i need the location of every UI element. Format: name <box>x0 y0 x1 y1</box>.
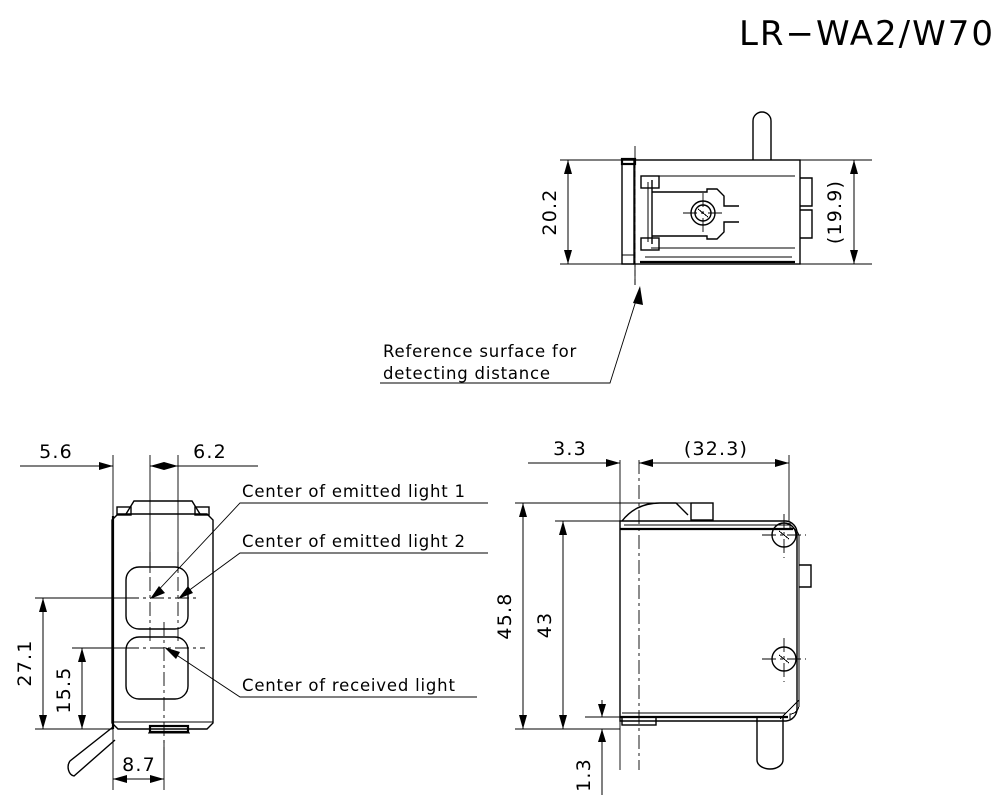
dim-6-2-arrow-left <box>150 462 164 470</box>
front-view-cable-end-ellipse <box>67 760 75 777</box>
side-view-body-outline <box>619 520 798 722</box>
side-view-screw-upper-slot <box>778 530 790 540</box>
side-view-screw-lower-slot <box>778 654 790 664</box>
reference-surface-text-line2: detecting distance <box>383 364 551 383</box>
top-view-screw-centerline <box>683 193 723 233</box>
side-view-screw-upper-centerline <box>762 514 806 558</box>
dim-27-1-arrow-top <box>39 598 47 612</box>
dim-27-1-arrow-bottom <box>39 715 47 729</box>
dimension-19-9: (19.9) <box>800 159 872 265</box>
emitted-light-2-label: Center of emitted light 2 <box>242 532 466 551</box>
received-light-label: Center of received light <box>242 676 456 695</box>
dim-1-3-label: 1.3 <box>573 758 595 792</box>
dim-43-label: 43 <box>534 612 556 639</box>
front-view-top-cap <box>125 500 201 515</box>
dimension-1-3: 1.3 <box>573 700 622 795</box>
dim-8-7-label: 8.7 <box>122 754 156 776</box>
front-view-bottom-connector-pad <box>148 724 190 734</box>
dim-20-2-label: 20.2 <box>539 188 561 235</box>
dim-3-3-label: 3.3 <box>553 438 587 460</box>
top-view-body-outline <box>633 159 801 265</box>
dim-45-8-label: 45.8 <box>494 592 516 639</box>
dim-3-3-arrow <box>606 459 620 467</box>
top-view-cable-stub <box>752 111 772 160</box>
dim-19-9-arrow-top <box>850 160 858 174</box>
front-view-receiver-window <box>125 636 189 700</box>
front-view-top-tab-left <box>116 506 132 516</box>
dim-1-3-arrow-top <box>598 704 606 717</box>
front-view-top-tab-right <box>194 506 210 516</box>
dim-8-7-arrow-right <box>150 775 164 783</box>
dim-20-2-arrow-bottom <box>564 250 572 264</box>
dimension-3-3: 3.3 <box>528 438 620 467</box>
reference-surface-leader-line <box>380 287 641 384</box>
emitted-light-1-label: Center of emitted light 1 <box>242 482 466 501</box>
dim-45-8-arrow-top <box>519 503 527 517</box>
dim-5-6-label: 5.6 <box>39 441 73 463</box>
side-view-top-boss <box>690 502 714 521</box>
emitted-light-2-arrowhead <box>178 586 193 599</box>
emitted-light-2-leader <box>179 552 488 598</box>
drawing-title: LR−WA2/W70 <box>739 14 995 54</box>
dim-43-arrow-bottom <box>559 715 567 729</box>
reference-surface-text-line1: Reference surface for <box>383 342 577 361</box>
top-view-bracket-outline <box>652 188 739 240</box>
dim-1-3-arrow-bottom <box>598 729 606 742</box>
dimension-15-5: 15.5 <box>53 647 126 729</box>
front-view-cable <box>67 726 116 777</box>
dimension-20-2: 20.2 <box>539 159 634 265</box>
dim-32-3-arrow-right <box>775 459 789 467</box>
top-view-screw-slot <box>697 208 709 218</box>
side-view-group: 3.3 (32.3) 45.8 43 <box>494 438 812 795</box>
reference-surface-annotation: Reference surface for detecting distance <box>380 286 643 384</box>
dim-8-7-arrow-left <box>113 775 127 783</box>
top-view-right-tab-upper <box>800 177 813 207</box>
dim-43-arrow-top <box>559 521 567 535</box>
dim-6-2-arrow-right <box>164 462 178 470</box>
dimension-8-7: 8.7 <box>112 729 165 790</box>
received-light-leader <box>165 647 477 698</box>
side-view-screw-lower-centerline <box>762 638 806 682</box>
emitted-light-1-arrowhead <box>150 586 165 599</box>
top-view-right-tab-lower <box>800 209 813 239</box>
dimension-45-8: 45.8 <box>494 502 700 730</box>
dim-5-6-arrow <box>99 462 113 470</box>
side-view-cable <box>756 717 784 770</box>
dimension-43: 43 <box>534 520 620 729</box>
dimension-6-2: 6.2 <box>149 441 258 570</box>
dim-19-9-arrow-bottom <box>850 250 858 264</box>
callout-emitted-light-1: Center of emitted light 1 <box>150 482 488 599</box>
dimension-32-3: (32.3) <box>639 438 790 521</box>
dim-32-3-label: (32.3) <box>684 438 748 460</box>
dim-20-2-arrow-top <box>564 160 572 174</box>
received-light-arrowhead <box>164 647 180 659</box>
callout-received-light: Center of received light <box>164 647 477 698</box>
top-view-nub-upper <box>640 175 660 189</box>
dim-32-3-arrow-left <box>639 459 653 467</box>
dimension-27-1: 27.1 <box>14 597 126 730</box>
top-view-left-flange <box>621 159 634 265</box>
dim-27-1-label: 27.1 <box>14 639 36 686</box>
dim-6-2-label: 6.2 <box>193 441 227 463</box>
side-view-right-tab <box>799 564 812 588</box>
dim-19-9-label: (19.9) <box>824 180 846 244</box>
reference-surface-arrowhead <box>633 286 643 305</box>
dimension-5-6: 5.6 <box>20 441 114 520</box>
callout-emitted-light-2: Center of emitted light 2 <box>178 532 488 599</box>
top-view-nub-lower <box>640 237 660 251</box>
dim-15-5-arrow-top <box>78 648 86 662</box>
front-view-group: 5.6 6.2 27.1 15.5 <box>14 441 488 790</box>
emitted-light-1-leader <box>151 502 488 598</box>
dim-15-5-arrow-bottom <box>78 715 86 729</box>
dim-15-5-label: 15.5 <box>53 666 75 713</box>
dim-45-8-arrow-bottom <box>519 715 527 729</box>
side-view-lens-hump <box>621 502 689 522</box>
top-view-group: 20.2 (19.9) <box>539 111 872 285</box>
